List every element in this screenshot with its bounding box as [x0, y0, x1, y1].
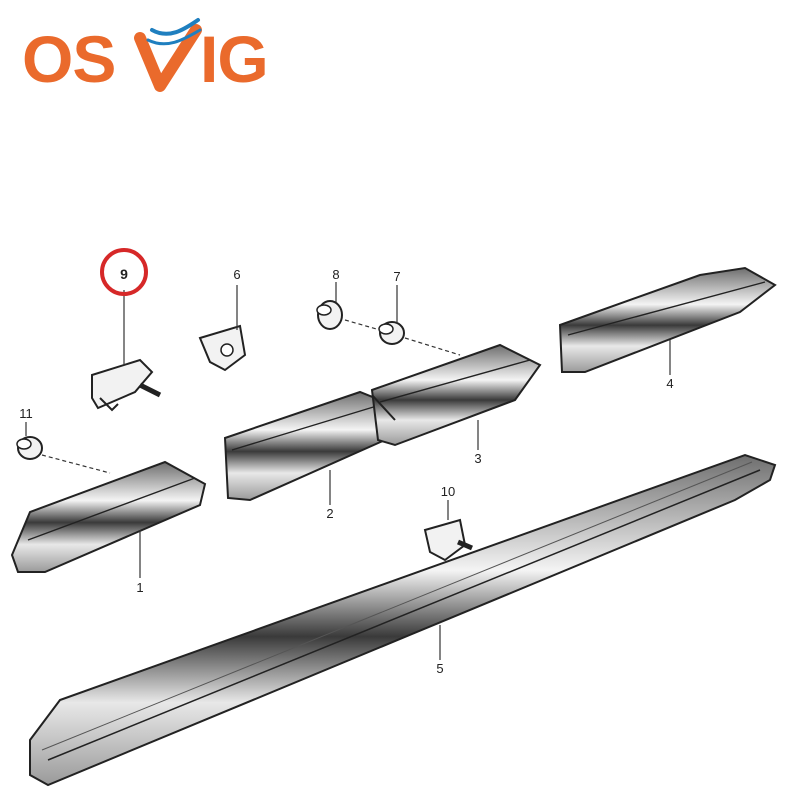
part-8-grommet	[316, 300, 343, 330]
part-4-rear-trim	[558, 266, 777, 373]
part-1-front-trim	[10, 460, 207, 573]
checkmark-icon	[134, 18, 202, 92]
callout-5: 5	[436, 661, 443, 676]
part-3-rear-middle-trim	[370, 343, 542, 447]
callout-1: 1	[136, 580, 143, 595]
callout-3: 3	[474, 451, 481, 466]
svg-text:OS: OS	[22, 22, 115, 96]
callout-9: 9	[120, 266, 128, 282]
part-7-grommet	[378, 321, 405, 345]
part-6-clip	[198, 324, 247, 372]
callout-6: 6	[233, 267, 240, 282]
leader-lines	[25, 282, 671, 660]
callout-4: 4	[666, 376, 673, 391]
callout-labels: 1 2 3 4 5 6 7 8 9 10 11	[19, 266, 673, 676]
callout-8: 8	[332, 267, 339, 282]
callout-2: 2	[326, 506, 333, 521]
callout-7: 7	[393, 269, 400, 284]
part-10-clip	[423, 518, 473, 562]
highlight-ring	[100, 248, 148, 296]
brand-logo: OS IG	[22, 18, 269, 96]
svg-text:IG: IG	[200, 22, 268, 96]
callout-10: 10	[441, 484, 455, 499]
part-5-long-trim	[29, 453, 777, 787]
part-11-grommet	[16, 436, 43, 460]
part-9-clip	[91, 358, 162, 412]
part-2-middle-trim	[223, 390, 386, 502]
callout-11: 11	[19, 406, 33, 421]
